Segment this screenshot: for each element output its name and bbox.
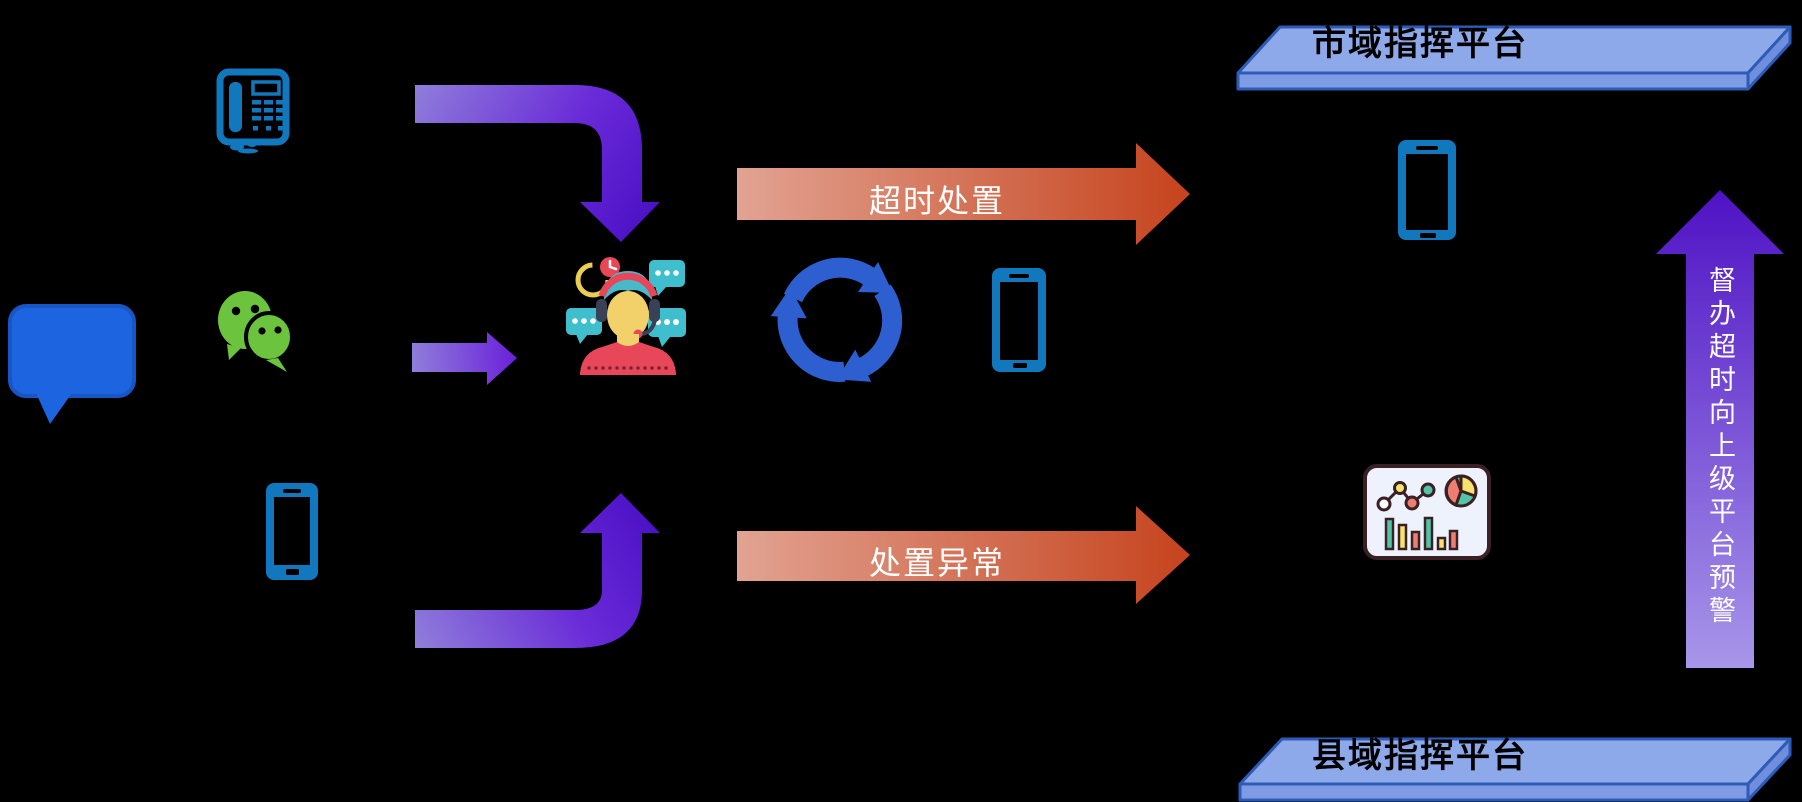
mobile-phone-icon (992, 268, 1046, 372)
wechat-icon (218, 291, 294, 372)
arrow-escalation-vertical (1656, 190, 1784, 668)
timeout-arrow-label: 超时处置 (868, 183, 1005, 219)
county-platform-shape (1238, 737, 1792, 802)
escalation-arrow-label: 督办超时向上级平台预警 (1705, 266, 1735, 629)
city-platform-shape (1236, 25, 1792, 91)
arrow-bottom-curved (415, 493, 660, 648)
smartphone-icon (266, 483, 318, 580)
speech-bubble-icon (8, 304, 136, 424)
arrow-timeout (737, 143, 1190, 245)
call-center-agent-icon (566, 257, 686, 375)
telephone-icon (216, 68, 290, 154)
arrow-top-curved (415, 85, 660, 242)
dashboard-chart-icon (1363, 464, 1491, 560)
abnormal-arrow-label: 处置异常 (868, 545, 1005, 581)
recycle-icon (763, 257, 913, 395)
arrow-abnormal (737, 506, 1190, 604)
city-platform-label: 市域指挥平台 (1312, 25, 1528, 63)
county-platform-label: 县域指挥平台 (1312, 737, 1528, 775)
mobile-phone-icon (1398, 140, 1456, 240)
arrow-middle-straight (412, 332, 517, 385)
